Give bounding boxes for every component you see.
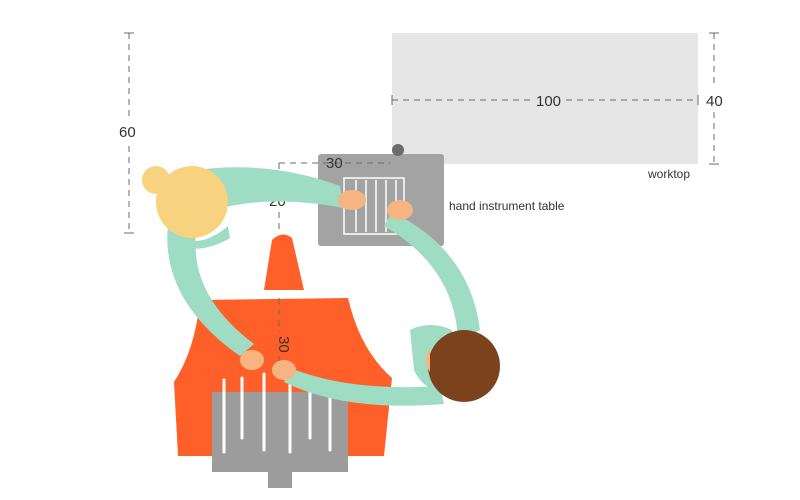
table-width-value: 30 [326,155,343,172]
assistant-arm-upper [196,167,344,210]
worktop-depth-dimension: 40 [706,32,723,165]
worktop-label: worktop [647,167,690,181]
worktop-depth-value: 40 [706,93,723,110]
height-dimension: 60 [119,32,136,234]
assistant-head [156,166,228,238]
dentist-hand-left [272,360,296,380]
dentist-hand-right [387,200,413,220]
dentist-figure [272,200,500,406]
dentist-head [428,330,500,402]
dentist-arm-lower [284,368,444,406]
instrument-table-handle [392,144,404,156]
assistant-arm-lower [167,224,254,356]
delivery-unit-instruments [222,372,332,454]
instrument-table: hand instrument table [318,144,565,246]
assistant-figure [142,166,366,370]
assistant-hand-right [338,190,366,210]
worktop: worktop [392,33,698,181]
assistant-shoulder [170,226,230,249]
height-value: 60 [119,124,136,141]
delivery-unit-arm [268,470,292,488]
dentist-ear [426,348,430,372]
assistant-bun [142,166,170,194]
dentist-arm-upper [384,212,480,342]
chair-headrest [264,234,304,290]
delivery-unit-body [212,392,348,472]
chair-offset-value: 30 [275,336,292,353]
table-width-dimension: 30 [279,155,390,172]
worktop-length-dimension: 100 [391,93,699,110]
worktop-length-value: 100 [536,93,561,110]
delivery-unit [212,372,348,488]
instrument-table-surface [318,154,444,246]
worktop-surface [392,33,698,164]
instrument-table-label: hand instrument table [449,199,565,213]
assistant-hand-left [240,350,264,370]
